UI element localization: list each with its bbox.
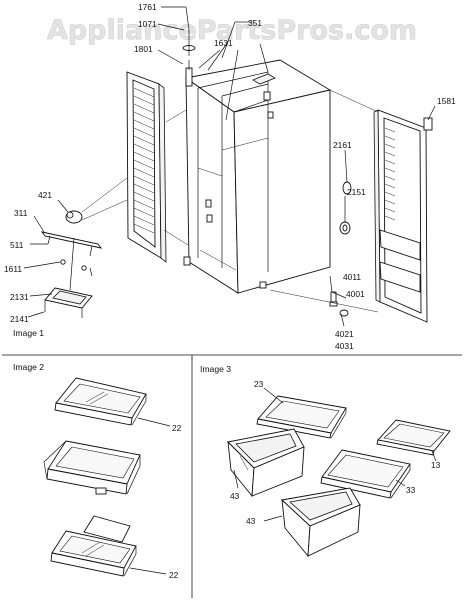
part-label-4021[interactable]: 4021: [335, 329, 354, 339]
part-label-1801[interactable]: 1801: [134, 44, 153, 54]
part-label-4031[interactable]: 4031: [335, 341, 354, 351]
part-label-2141[interactable]: 2141: [10, 314, 29, 324]
image2-shelf-bottom: [50, 515, 167, 577]
image2-shelf-top: [54, 377, 171, 427]
part-label-351[interactable]: 351: [248, 18, 262, 28]
part-label-1071[interactable]: 1071: [138, 19, 157, 29]
part-label-22-top[interactable]: 22: [172, 423, 182, 433]
refrigerator-cabinet: [182, 30, 332, 294]
image2-shelf-middle: [43, 440, 141, 495]
part-label-1581[interactable]: 1581: [437, 96, 456, 106]
image3-leader-lines: [233, 387, 437, 522]
image2-group: Image 2: [13, 362, 182, 580]
left-door-shelf-ribs: [133, 87, 155, 234]
part-label-33[interactable]: 33: [406, 485, 416, 495]
image3-group: Image 3: [200, 364, 451, 558]
part-label-13[interactable]: 13: [431, 460, 441, 470]
image2-title: Image 2: [13, 362, 44, 372]
part-label-421[interactable]: 421: [38, 190, 52, 200]
part-label-1611[interactable]: 1611: [4, 264, 22, 274]
part-label-2161[interactable]: 2161: [333, 140, 352, 150]
part-label-22-bottom[interactable]: 22: [169, 570, 179, 580]
part-label-43-upper[interactable]: 43: [230, 491, 240, 501]
part-label-43-lower[interactable]: 43: [246, 516, 256, 526]
image1-group: 1761 1071 1801 351 1631 1581 421 311 511…: [4, 2, 456, 351]
cabinet-small-parts: [163, 89, 379, 317]
part-label-2151[interactable]: 2151: [347, 187, 366, 197]
image3-glass-shelf-13: [376, 419, 451, 456]
part-label-4011[interactable]: 4011: [343, 272, 361, 282]
part-label-23[interactable]: 23: [254, 379, 264, 389]
part-label-4001[interactable]: 4001: [346, 289, 365, 299]
part-label-1761[interactable]: 1761: [138, 2, 157, 12]
right-door: [373, 109, 433, 323]
image1-leader-lines: [23, 6, 436, 327]
light-and-bracket-assembly: [40, 177, 128, 318]
part-label-2131[interactable]: 2131: [10, 292, 29, 302]
image3-crisper-drawer-upper: [227, 428, 305, 498]
image3-crisper-cover-33: [320, 449, 411, 499]
part-label-511[interactable]: 511: [10, 240, 24, 250]
left-door: [126, 71, 167, 263]
part-label-1631[interactable]: 1631: [214, 38, 233, 48]
image1-title: Image 1: [13, 328, 44, 338]
image3-crisper-drawer-lower: [281, 487, 361, 558]
right-door-shelf-ribs: [384, 127, 396, 221]
image3-title: Image 3: [200, 364, 231, 374]
image3-crisper-cover-23: [256, 395, 347, 439]
part-label-311[interactable]: 311: [14, 208, 28, 218]
